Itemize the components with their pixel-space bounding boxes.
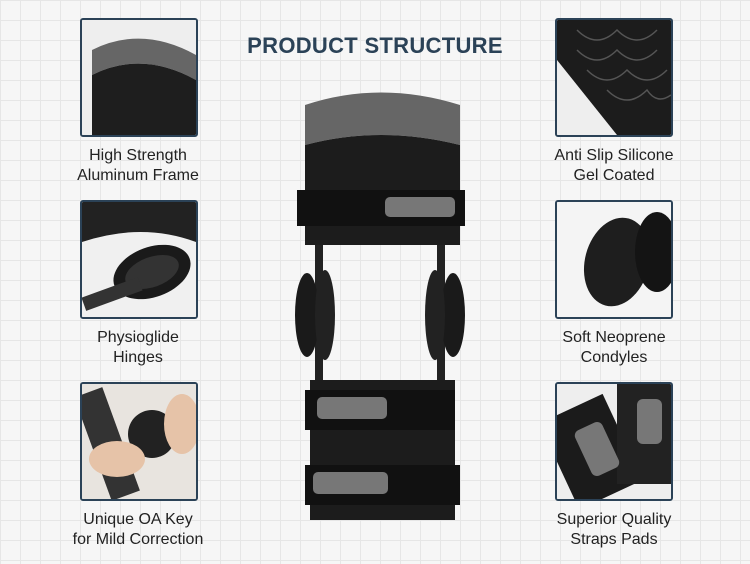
silicone-gel-photo: [555, 18, 673, 137]
aluminum-frame-photo: [80, 18, 198, 137]
oa-key-photo: [80, 382, 198, 501]
page-title: PRODUCT STRUCTURE: [247, 33, 503, 58]
knee-brace-product-image: [285, 85, 475, 530]
neoprene-condyles-photo: [555, 200, 673, 319]
hinges-photo: [80, 200, 198, 319]
straps-pads-photo: [555, 382, 673, 501]
